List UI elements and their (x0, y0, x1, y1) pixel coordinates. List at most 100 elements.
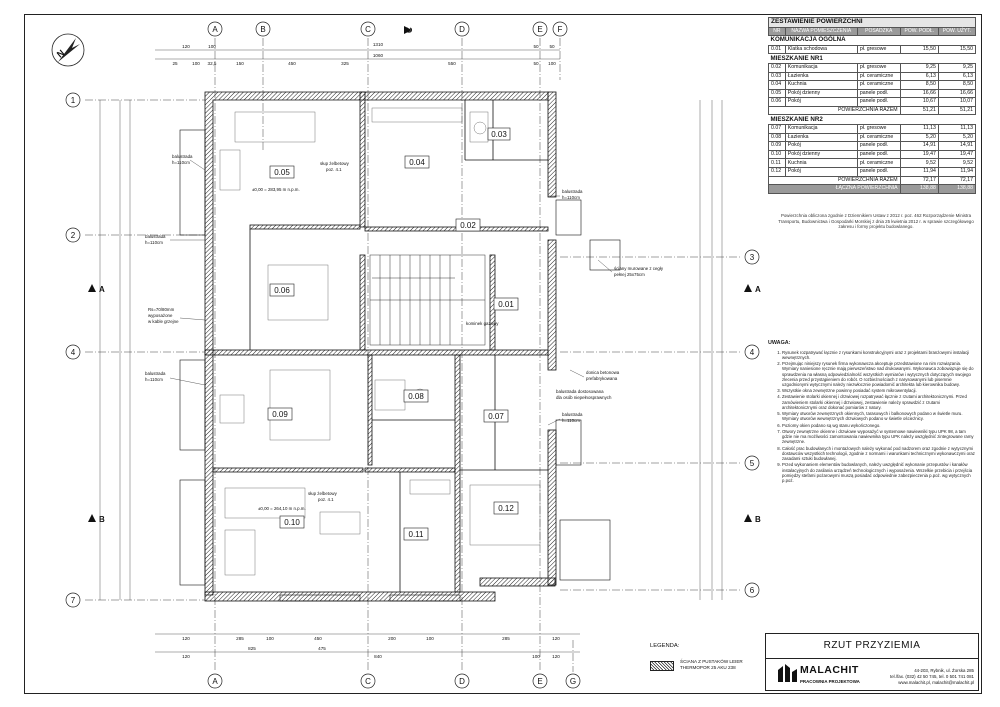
schedule-cell: 16,66 (899, 88, 939, 99)
schedule-cell: pł. gresowe (856, 63, 901, 73)
balustrade-note: balustrada (145, 371, 166, 376)
schedule-cell: pł. ceramiczne (856, 80, 901, 90)
ramp-note: wyposażone (148, 313, 173, 318)
grid-bubbles-bottom: A C D E G (207, 673, 581, 689)
room-labels: 0.05 0.04 0.03 0.02 0.01 0.06 0.07 0.08 … (267, 127, 519, 541)
schedule-cell: 11,13 (899, 124, 939, 134)
dim-text: 120 (552, 654, 560, 659)
north-arrow-icon: N (51, 33, 85, 67)
wall-note: pełnej 25x75cm (614, 272, 645, 277)
schedule-section-name: MIESZKANIE NR1 (768, 53, 976, 64)
note-item: Poziomy okien podano są wg stanu wykończ… (782, 423, 976, 428)
address-line: tel./fax. (032) 42 50 745, tel. 0 501 74… (890, 673, 974, 679)
column-note: słup żelbetowy (308, 491, 338, 496)
company-subtitle: PRACOWNIA PROJEKTOWA (800, 679, 860, 684)
ramp-note: w kable grzejne (148, 319, 179, 324)
column-note: poz. 4.1 (318, 497, 334, 502)
section-label: A (99, 285, 105, 294)
wall-note: ściany murowane z cegły (614, 266, 664, 271)
grid-label: C (365, 677, 371, 686)
dim-text: 100 (192, 61, 200, 66)
schedule-cell: 10,67 (899, 97, 939, 107)
schedule-cell: pł. ceramiczne (856, 158, 901, 168)
grid-label: 4 (750, 348, 755, 357)
schedule-cell: 19,47 (937, 149, 977, 160)
schedule-cell: 0.03 (768, 71, 786, 82)
sheet-title: RZUT PRZYZIEMIA (766, 634, 978, 659)
dim-text: 550 (448, 61, 456, 66)
schedule-cell: 9,52 (937, 158, 977, 168)
room-number: 0.11 (409, 530, 425, 539)
dim-text: 120 (182, 654, 190, 659)
dim-text: 285 (502, 636, 510, 641)
grid-label: D (459, 677, 465, 686)
schedule-cell: 8,50 (937, 80, 977, 90)
schedule-cell: 6,13 (937, 71, 977, 82)
schedule-section-row: KOMUNIKACJA OGÓLNA (768, 35, 976, 46)
note-item: Zestawienie stolarki okiennej i drzwiowe… (782, 394, 976, 410)
dim-text: 25 (172, 61, 178, 66)
svg-text:N: N (55, 48, 66, 60)
planter-note: prefabrykowana (586, 376, 618, 381)
schedule-section-name: KOMUNIKACJA OGÓLNA (768, 35, 976, 46)
title-block: RZUT PRZYZIEMIA MALACHIT PRACOWNIA PROJE… (765, 633, 979, 691)
sum-value: 72,17 (937, 175, 977, 186)
area-schedule: ZESTAWIENIE POWIERZCHNI NR NAZWA POMIESZ… (768, 17, 977, 194)
dimension-texts: 120 100 1310 50 50 25 100 32,5 150 450 3… (172, 42, 560, 659)
exterior-walls (204, 91, 557, 602)
notes-title: UWAGA: (768, 340, 791, 346)
schedule-title: ZESTAWIENIE POWIERZCHNI (768, 17, 976, 28)
grid-label: A (212, 25, 218, 34)
schedule-cell: 11,94 (899, 166, 939, 177)
section-label: C (405, 27, 414, 33)
balconies (179, 129, 621, 602)
schedule-cell: 11,94 (937, 166, 977, 177)
grid-bubbles-left: 1 2 4 7 (65, 92, 81, 608)
schedule-cell: 14,91 (899, 141, 939, 151)
dim-text: 150 (236, 61, 244, 66)
dim-text: 450 (314, 636, 322, 641)
grid-label: F (558, 25, 563, 34)
dim-text: 50 (533, 61, 539, 66)
note-item: Rysunek rozpatrywać łącznie z rysunkami … (782, 350, 976, 360)
schedule-cell: 0.05 (768, 88, 786, 99)
dim-text: 1060 (373, 53, 384, 58)
schedule-cell: 9,52 (899, 158, 939, 168)
note-item: Wszystkie okna zewnętrzne powinny posiad… (782, 388, 976, 393)
dim-text: 840 (374, 654, 382, 659)
schedule-cell: Kuchnia (784, 158, 858, 168)
law-note: Powierzchnia obliczona zgodnie z Dzienni… (778, 213, 974, 229)
schedule-cell: 14,91 (937, 141, 977, 151)
dim-text: 825 (248, 646, 256, 651)
note-item: Przejmując niniejszy rysunek firma wykon… (782, 361, 976, 387)
schedule-cell: 0.10 (768, 149, 786, 160)
dim-text: 325 (341, 61, 349, 66)
grid-label: E (537, 25, 542, 34)
schedule-cell: pł. ceramiczne (856, 132, 901, 143)
schedule-cell: 0.11 (768, 158, 786, 168)
total-label: ŁĄCZNA POWIERZCHNIA (768, 184, 901, 194)
dim-text: 50 (533, 44, 539, 49)
schedule-cell: Pokój (784, 141, 858, 151)
grid-label: B (260, 25, 265, 34)
address-line: www.malachit.pl, malachit@malachit.pl (898, 679, 974, 685)
staircase (369, 254, 486, 346)
schedule-total-row: ŁĄCZNA POWIERZCHNIA 138,88 138,88 (768, 184, 977, 194)
balustrade-note: balustrada (145, 234, 166, 239)
disabled-note: dla osób niepełnosprawnych (556, 395, 612, 400)
schedule-cell: 11,13 (937, 124, 977, 134)
schedule-cell: 15,50 (899, 44, 939, 55)
plan-annotations: ±0,00 = 283,95 m n.p.m. ±0,00 = 264,10 m… (145, 154, 664, 511)
dim-text: 120 (552, 636, 560, 641)
schedule-cell: pł. gresowe (856, 124, 901, 134)
sum-label: POWIERZCHNIA RAZEM (768, 175, 901, 186)
room-number: 0.08 (408, 392, 424, 401)
